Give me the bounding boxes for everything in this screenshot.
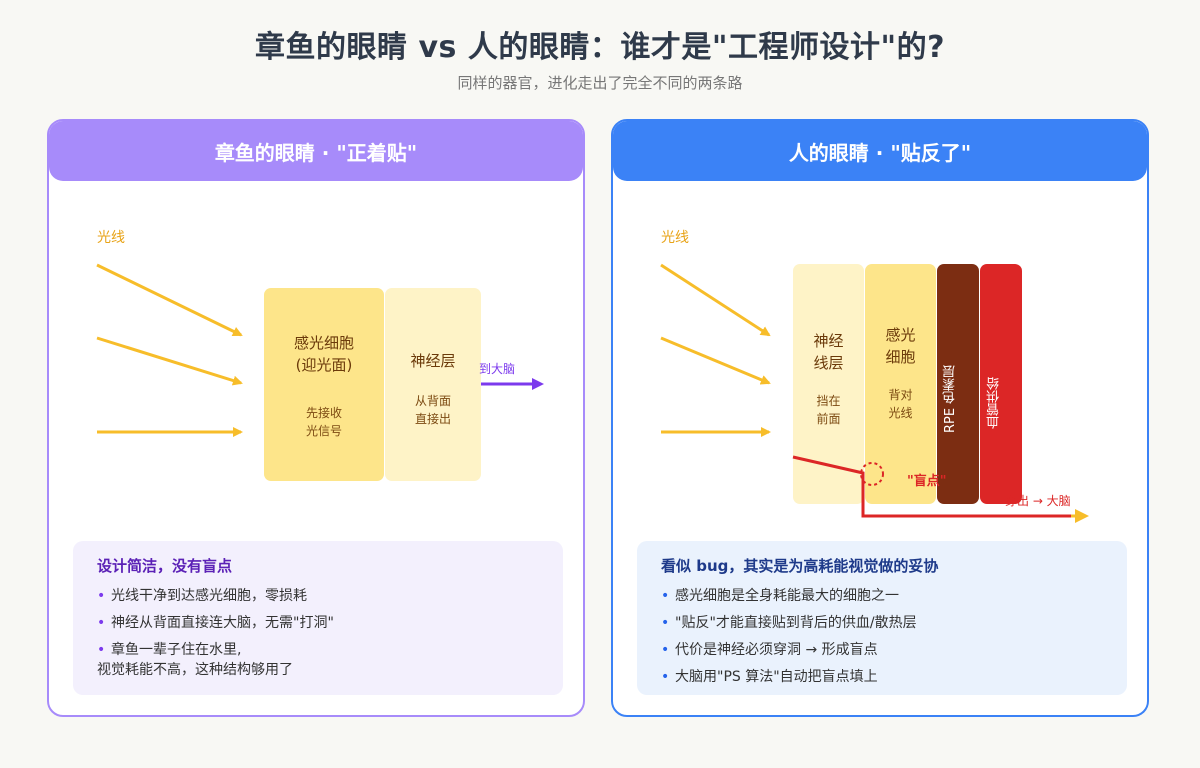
nerve-title: 神经层 (410, 352, 456, 370)
blind-spot-marker (860, 462, 884, 486)
human-light-ray-2 (660, 336, 771, 385)
human-photo-sub-1: 背对 (888, 388, 913, 402)
octopus-note-item: •神经从背面直接连大脑，无需"打洞" (97, 615, 334, 631)
blood-supply-layer (980, 264, 1022, 504)
octopus-light-arrows (96, 263, 544, 437)
nerve-sub-2: 直接出 (414, 412, 451, 426)
human-photo-title-1: 感光 (885, 326, 916, 344)
human-photo-sub-2: 光线 (888, 406, 913, 420)
photoreceptor-sub-2: 光信号 (305, 424, 342, 438)
octopus-light-label: 光线 (97, 230, 125, 246)
human-nerve-sub-1: 挡在 (816, 394, 841, 408)
human-light-label: 光线 (661, 230, 689, 246)
nerve-sub-1: 从背面 (414, 394, 451, 408)
human-nerve-sub-2: 前面 (816, 412, 841, 426)
octopus-photoreceptor-layer: 感光细胞 (迎光面) 先接收 光信号 (264, 288, 384, 481)
human-panel-heading: 人的眼睛 · "贴反了" (613, 121, 1147, 181)
human-optic-nerve-path (792, 455, 1073, 518)
human-note-item: •代价是神经必须穿洞 → 形成盲点 (661, 642, 878, 658)
human-exit-label: 穿出 → 大脑 (1005, 494, 1071, 508)
human-note-box: 看似 bug，其实是为高耗能视觉做的妥协 •感光细胞是全身耗能最大的细胞之一 •… (637, 541, 1127, 695)
octopus-nerve-layer: 神经层 从背面 直接出 (385, 288, 481, 481)
octopus-note-item: •章鱼一辈子住在水里, (97, 642, 242, 658)
octopus-note-box: 设计简洁，没有盲点 •光线干净到达感光细胞，零损耗 •神经从背面直接连大脑，无需… (73, 541, 563, 695)
human-nerve-title-1: 神经 (813, 332, 844, 350)
blind-spot-label: "盲点" (907, 474, 947, 489)
octopus-note-title: 设计简洁，没有盲点 (97, 557, 233, 575)
octopus-to-brain-label: 到大脑 (479, 362, 516, 376)
human-nerve-title-2: 线层 (813, 354, 844, 372)
page-title: 章鱼的眼睛 vs 人的眼睛：谁才是"工程师设计"的? (255, 30, 945, 65)
light-ray-2 (96, 336, 243, 386)
human-note-item: •大脑用"PS 算法"自动把盲点填上 (661, 669, 878, 685)
page-subtitle: 同样的器官，进化走出了完全不同的两条路 (457, 74, 743, 92)
human-note-item: •感光细胞是全身耗能最大的细胞之一 (661, 588, 899, 604)
human-light-arrows (660, 263, 1089, 523)
human-light-ray-1 (660, 263, 771, 337)
human-eye-panel: 人的眼睛 · "贴反了" 光线 神经 线层 挡在 前面 感光 细胞 背对 光线 … (611, 119, 1149, 717)
octopus-note-item-cont: 视觉耗能不高，这种结构够用了 (97, 662, 293, 678)
photoreceptor-title-2: (迎光面) (295, 356, 353, 374)
human-note-item: •"贴反"才能直接贴到背后的供血/散热层 (661, 615, 917, 631)
light-ray-1 (96, 263, 243, 337)
rpe-layer (937, 264, 979, 504)
human-note-title: 看似 bug，其实是为高耗能视觉做的妥协 (661, 557, 939, 575)
octopus-note-item: •光线干净到达感光细胞，零损耗 (97, 588, 307, 604)
human-photo-title-2: 细胞 (885, 348, 916, 366)
photoreceptor-sub-1: 先接收 (305, 406, 342, 420)
octopus-eye-panel: 章鱼的眼睛 · "正着贴" 光线 感光细胞 (迎光面) 先接收 光信号 神经层 … (47, 119, 585, 717)
photoreceptor-title: 感光细胞 (293, 334, 354, 352)
octopus-panel-heading: 章鱼的眼睛 · "正着贴" (49, 121, 583, 181)
